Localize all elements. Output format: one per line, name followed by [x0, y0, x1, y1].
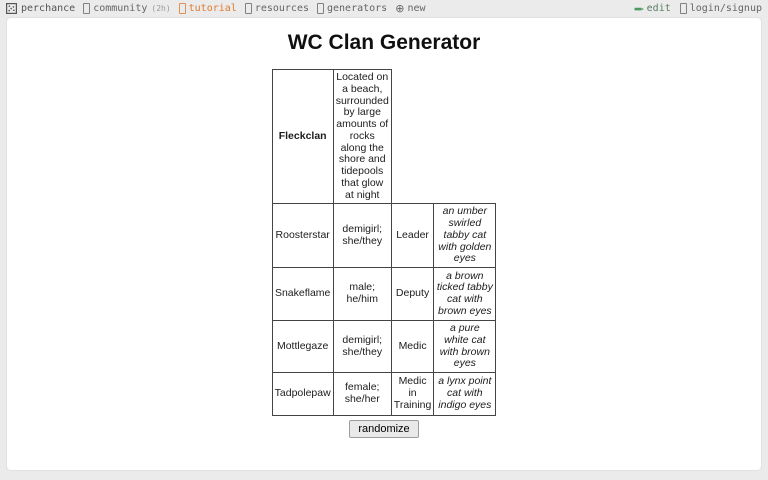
nav-item-tutorial[interactable]: tutorial [178, 3, 237, 14]
pencil-icon [634, 5, 644, 13]
cat-rank-cell: Medic in Training [390, 372, 435, 416]
new-plus-icon: ⊕ [395, 2, 405, 15]
randomize-button[interactable]: randomize [349, 420, 419, 438]
community-activity-count: (2h) [151, 4, 171, 13]
cat-gender-cell: female; she/her [332, 372, 392, 416]
perchance-logo-icon [6, 3, 17, 14]
table-row-clan: Fleckclan Located on a beach, surrounded… [271, 68, 496, 205]
community-icon [83, 3, 91, 14]
clan-territory-cell: Located on a beach, surrounded by large … [332, 68, 392, 205]
resources-icon [244, 3, 252, 14]
perchance-brand[interactable]: perchance [6, 3, 75, 14]
cat-appearance-cell: a lynx point cat with indigo eyes [433, 372, 497, 416]
nav-item-resources[interactable]: resources [244, 3, 309, 14]
top-nav: perchance community (2h) tutorial resour… [0, 0, 768, 17]
nav-item-generators[interactable]: generators [317, 3, 387, 14]
brand-label: perchance [21, 3, 76, 14]
cat-name-cell: Tadpolepaw [271, 372, 334, 416]
cat-gender-cell: male; he/him [332, 267, 392, 321]
generators-icon [317, 3, 324, 14]
login-signup-link[interactable]: login/signup [679, 3, 762, 14]
clan-table: Fleckclan Located on a beach, surrounded… [271, 68, 497, 416]
cat-rank-cell: Medic [390, 320, 435, 373]
tutorial-icon [178, 3, 186, 14]
cat-rank-cell: Deputy [390, 267, 435, 321]
nav-item-community[interactable]: community (2h) [83, 3, 171, 14]
generator-content-card: WC Clan Generator Fleckclan Located on a… [6, 17, 762, 471]
nav-item-new[interactable]: ⊕ new [395, 2, 426, 15]
clan-name-cell: Fleckclan [271, 68, 334, 205]
lock-icon [679, 3, 687, 14]
cat-appearance-cell: a brown ticked tabby cat with brown eyes [433, 267, 497, 321]
table-row-leader: Roosterstar demigirl; she/they Leader an… [271, 203, 497, 268]
randomize-button-container: randomize [7, 419, 761, 438]
table-row-medic-in-training: Tadpolepaw female; she/her Medic in Trai… [271, 372, 497, 416]
table-row-deputy: Snakeflame male; he/him Deputy a brown t… [271, 267, 497, 321]
cat-appearance-cell: an umber swirled tabby cat with golden e… [433, 203, 497, 268]
page-title: WC Clan Generator [287, 31, 481, 54]
cat-name-cell: Roosterstar [271, 203, 334, 268]
edit-link[interactable]: edit [634, 3, 671, 14]
nav-right-group: edit login/signup [634, 3, 762, 14]
table-row-medic: Mottlegaze demigirl; she/they Medic a pu… [271, 320, 497, 373]
cat-name-cell: Snakeflame [271, 267, 334, 321]
nav-left-group: perchance community (2h) tutorial resour… [6, 3, 426, 14]
cat-appearance-cell: a pure white cat with brown eyes [433, 320, 497, 373]
cat-gender-cell: demigirl; she/they [332, 320, 392, 373]
cat-gender-cell: demigirl; she/they [332, 203, 392, 268]
cat-name-cell: Mottlegaze [271, 320, 334, 373]
cat-rank-cell: Leader [390, 203, 435, 268]
